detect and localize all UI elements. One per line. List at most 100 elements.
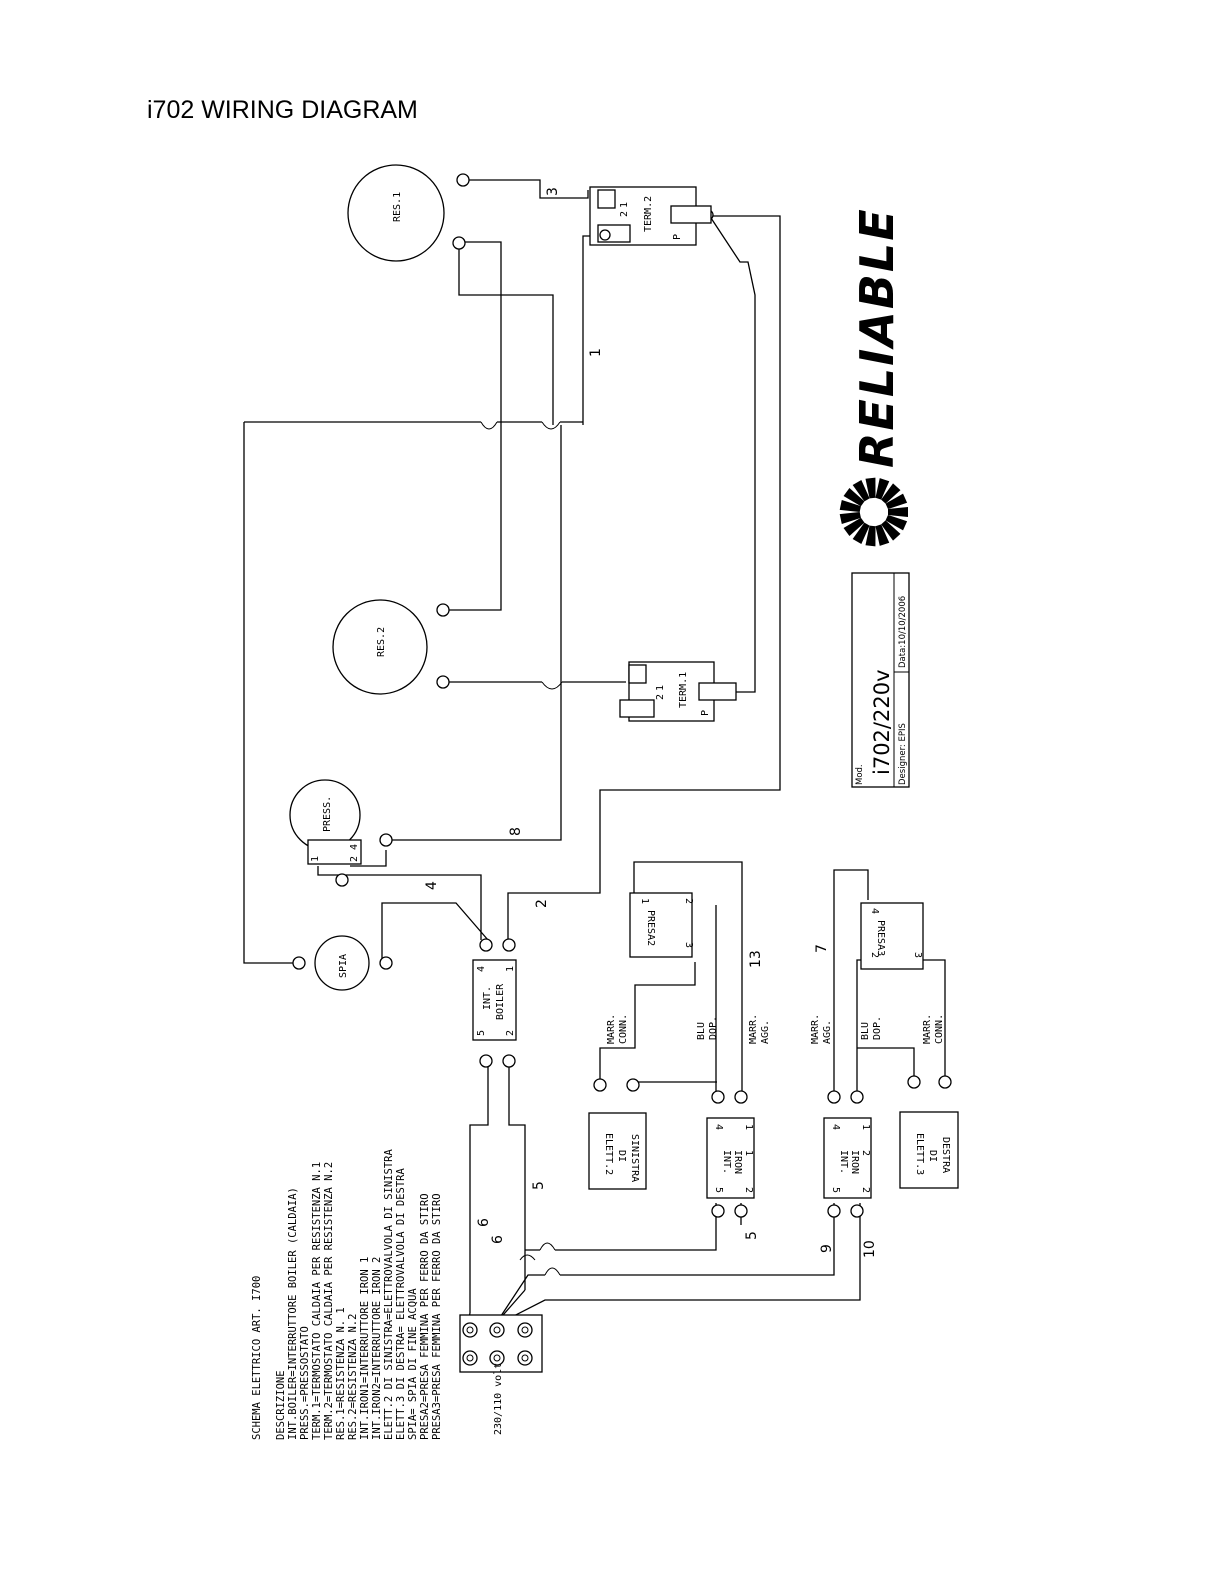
res1-label: RES.1 — [392, 192, 403, 222]
svg-text:DOP.: DOP. — [872, 1016, 883, 1040]
svg-text:P: P — [672, 234, 683, 240]
svg-text:10: 10 — [862, 1240, 878, 1258]
svg-text:7: 7 — [814, 944, 830, 953]
int-iron1-number: 1 — [743, 1150, 754, 1156]
svg-text:CONN.: CONN. — [934, 1014, 945, 1044]
wire-color-labels: MARR. CONN. BLU DOP. MARR. AGG. MARR. AG… — [606, 1014, 945, 1044]
svg-text:MARR.: MARR. — [810, 1014, 821, 1044]
svg-text:2: 2 — [743, 1187, 754, 1193]
svg-text:3: 3 — [683, 942, 694, 948]
svg-text:6: 6 — [490, 1235, 506, 1244]
svg-text:2: 2 — [683, 898, 694, 904]
svg-text:4: 4 — [713, 1124, 724, 1130]
svg-text:1: 1 — [619, 202, 630, 208]
svg-text:1: 1 — [639, 898, 650, 904]
legend-line: SCHEMA ELETTRICO ART. I700 — [251, 1276, 263, 1440]
presa3-label: PRESA3 — [875, 920, 886, 956]
svg-text:5: 5 — [713, 1187, 724, 1193]
elett2-valve: ELETT.2 DI SINISTRA — [588, 1112, 647, 1190]
press-label: PRESS. — [322, 796, 333, 832]
presa2-socket: PRESA2 1 2 3 — [629, 892, 694, 958]
elett2-label-1: ELETT.2 — [603, 1133, 614, 1175]
svg-text:8: 8 — [508, 827, 524, 836]
legend-line: SPIA= SPIA DI FINE ACQUA — [407, 1288, 419, 1440]
svg-text:9: 9 — [819, 1244, 835, 1253]
pressure-switch: PRESS. 1 2 4 — [289, 779, 362, 865]
svg-text:AGG.: AGG. — [822, 1020, 833, 1044]
svg-text:6: 6 — [476, 1218, 492, 1227]
term1-thermostat: 2 1 TERM.1 P — [619, 661, 737, 722]
designer: Designer: EPIS — [898, 723, 908, 785]
reliable-logo: RELIABLE — [839, 207, 908, 547]
power-terminal-block: 230/110 volt — [459, 1314, 543, 1435]
res1-heater: RES.1 — [347, 164, 445, 262]
legend-line: TERM.2=TERMOSTATO CALDAIA PER RESISTENZA… — [323, 1162, 335, 1440]
wires — [243, 179, 946, 1323]
svg-text:2: 2 — [534, 899, 550, 908]
svg-text:MARR.: MARR. — [922, 1014, 933, 1044]
legend-line: RES.1=RESISTENZA N. 1 — [335, 1307, 347, 1440]
svg-text:3: 3 — [912, 952, 923, 958]
svg-text:BLU: BLU — [860, 1022, 871, 1040]
svg-text:5: 5 — [744, 1231, 760, 1240]
svg-text:2: 2 — [505, 1030, 516, 1036]
elett3-label-3: DESTRA — [940, 1137, 951, 1173]
svg-text:2: 2 — [349, 856, 360, 862]
legend-line: PRESS.=PRESSOSTATO — [299, 1326, 311, 1440]
legend: SCHEMA ELETTRICO ART. I700 DESCRIZIONE I… — [251, 1149, 443, 1440]
svg-text:1: 1 — [860, 1124, 871, 1130]
presa2-label: PRESA2 — [645, 910, 656, 946]
elett2-label-3: SINISTRA — [629, 1134, 640, 1182]
svg-text:DOP.: DOP. — [708, 1016, 719, 1040]
legend-line: INT.IRON2=INTERRUTTORE IRON 2 — [371, 1257, 383, 1440]
svg-text:1: 1 — [655, 685, 666, 691]
int-boiler-label-1: INT. — [482, 986, 493, 1010]
svg-text:2: 2 — [655, 694, 666, 700]
mod-label: Mod. — [855, 764, 865, 785]
int-boiler-label-2: BOILER — [495, 983, 506, 1020]
power-label: 230/110 volt — [493, 1363, 504, 1435]
term2-thermostat: 2 1 TERM.2 P — [589, 186, 712, 246]
svg-text:IRON: IRON — [732, 1150, 743, 1174]
legend-line: INT.IRON1=INTERRUTTORE IRON 1 — [359, 1257, 371, 1440]
svg-text:4: 4 — [476, 966, 487, 972]
elett2-label-2: DI — [616, 1150, 627, 1162]
res2-label: RES.2 — [376, 627, 387, 657]
sunburst-icon — [839, 477, 908, 547]
svg-text:4: 4 — [869, 908, 880, 914]
svg-text:4: 4 — [830, 1124, 841, 1130]
svg-text:3: 3 — [545, 187, 561, 196]
brand-text: RELIABLE — [850, 207, 904, 468]
legend-line: PRESA3=PRESA FEMMINA PER FERRO DA STIRO — [431, 1193, 443, 1440]
int-iron1-switch: INT. IRON 1 4 1 5 2 — [706, 1117, 755, 1199]
svg-text:2: 2 — [619, 211, 630, 217]
int-iron2-number: 2 — [860, 1150, 871, 1156]
legend-line: RES.2=RESISTENZA N.2 — [347, 1314, 359, 1440]
int-iron2-switch: INT. IRON 2 4 1 5 2 — [823, 1117, 872, 1199]
presa3-socket: PRESA3 4 3 2 — [860, 902, 924, 970]
svg-text:2: 2 — [869, 952, 880, 958]
model-number: i702/220v — [870, 669, 894, 775]
svg-text:5: 5 — [830, 1187, 841, 1193]
svg-text:IRON: IRON — [849, 1150, 860, 1174]
elett3-valve: ELETT.3 DI DESTRA — [899, 1111, 959, 1189]
date: Data:10/10/2006 — [898, 596, 908, 668]
svg-text:AGG.: AGG. — [760, 1020, 771, 1044]
title-block: Mod. i702/220v Designer: EPIS Data:10/10… — [851, 572, 910, 788]
svg-text:5: 5 — [531, 1181, 547, 1190]
svg-text:INT.: INT. — [838, 1150, 849, 1174]
page-title: i702 WIRING DIAGRAM — [147, 96, 418, 124]
wire-numbers: 3 1 8 4 2 13 7 5 6 6 5 9 10 — [424, 187, 878, 1258]
svg-text:MARR.: MARR. — [606, 1014, 617, 1044]
legend-line: PRESA2=PRESA FEMMINA PER FERRO DA STIRO — [419, 1193, 431, 1440]
legend-line: INT.BOILER=INTERRUTTORE BOILER (CALDAIA) — [287, 1187, 299, 1440]
svg-text:13: 13 — [748, 950, 764, 968]
svg-text:MARR.: MARR. — [748, 1014, 759, 1044]
svg-text:CONN.: CONN. — [618, 1014, 629, 1044]
svg-text:4: 4 — [349, 844, 360, 850]
svg-text:1: 1 — [310, 856, 321, 862]
int-boiler-switch: INT. BOILER 4 1 5 2 — [472, 959, 517, 1041]
svg-text:4: 4 — [424, 881, 440, 890]
svg-text:INT.: INT. — [721, 1150, 732, 1174]
